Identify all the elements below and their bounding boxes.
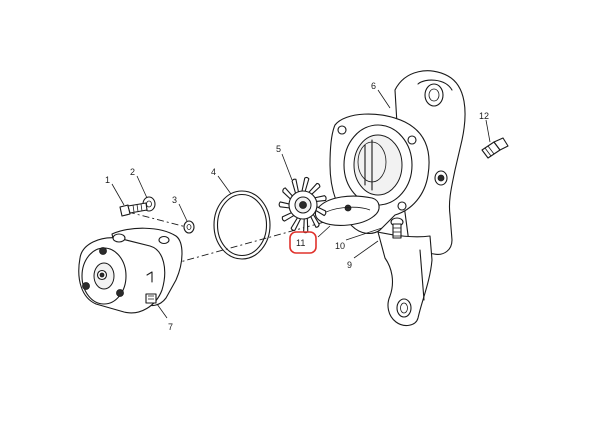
part-11-wear-plate (314, 195, 380, 226)
part-10-fitting (390, 217, 404, 239)
impeller-vane (300, 176, 310, 194)
callout-labels: 1 2 3 4 5 6 7 9 10 11 12 (105, 81, 489, 332)
part-9-bracket-arm (377, 231, 433, 327)
part-4-o-ring (213, 190, 271, 260)
part-1-bolt (119, 202, 148, 217)
callout-11-highlight (289, 231, 317, 254)
callout-1: 1 (105, 175, 110, 185)
part-3-washer (183, 220, 195, 234)
part-5-impeller (278, 176, 327, 234)
callout-4: 4 (211, 167, 216, 177)
part-12-plug-screw (481, 137, 509, 159)
callout-6: 6 (371, 81, 376, 91)
callout-11: 11 (296, 238, 305, 248)
impeller-vane (290, 215, 303, 231)
leader-lines (111, 89, 491, 319)
callout-3: 3 (172, 195, 177, 205)
callout-12: 12 (479, 111, 489, 121)
callout-10: 10 (335, 241, 345, 251)
fastener-axis-line (127, 211, 191, 229)
callout-5: 5 (276, 144, 281, 154)
callout-2: 2 (130, 167, 135, 177)
callout-7: 7 (168, 322, 173, 332)
part-7-pump-cover (78, 227, 183, 314)
callout-9: 9 (347, 260, 352, 270)
